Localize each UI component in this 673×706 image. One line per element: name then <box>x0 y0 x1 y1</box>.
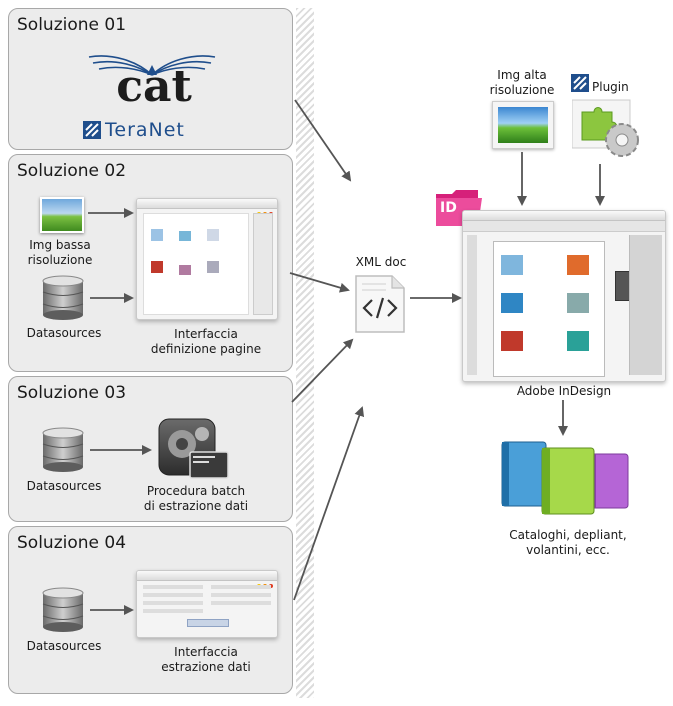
high-res-image-icon <box>492 101 554 149</box>
data-extraction-ui-thumbnail <box>136 570 278 638</box>
plugin-label: Plugin <box>592 80 629 94</box>
catalog-books-icon <box>501 441 629 515</box>
plugin-logo-icon <box>571 74 589 92</box>
datasources-label: Datasources <box>26 639 102 653</box>
indesign-badge-text: ID <box>440 200 457 216</box>
plugin-puzzle-gear-icon <box>572 99 639 157</box>
page-definition-label-2: definizione pagine <box>150 342 262 356</box>
output-label-1: Cataloghi, depliant, <box>509 528 627 542</box>
panel-title: Soluzione 04 <box>17 533 127 553</box>
book-wings-icon <box>88 55 216 76</box>
teranet-mark-icon <box>83 121 101 139</box>
img-low-label-2: risoluzione <box>27 253 93 267</box>
batch-label-2: di estrazione dati <box>143 499 249 513</box>
xml-document-icon <box>355 275 405 333</box>
hatched-separator <box>296 8 314 698</box>
data-extraction-label-2: estrazione dati <box>161 660 251 674</box>
datasources-label: Datasources <box>26 479 102 493</box>
cat-logo-text: cat <box>116 61 192 112</box>
panel-soluzione-01: Soluzione 01 cat TeraNet <box>8 8 293 150</box>
xml-doc-label: XML doc <box>355 255 407 269</box>
panel-title: Soluzione 03 <box>17 383 127 403</box>
page-definition-ui-thumbnail <box>136 198 278 320</box>
database-icon <box>42 275 84 320</box>
batch-procedure-app-icon <box>158 418 229 479</box>
indesign-label: Adobe InDesign <box>516 384 612 398</box>
page-definition-label-1: Interfaccia <box>174 327 238 341</box>
panel-title: Soluzione 01 <box>17 15 127 35</box>
data-extraction-label-1: Interfaccia <box>174 645 238 659</box>
output-label-2: volantini, ecc. <box>526 543 610 557</box>
database-icon <box>42 587 84 632</box>
hires-label-2: risoluzione <box>489 83 555 97</box>
teranet-logo-text: TeraNet <box>105 119 185 141</box>
img-low-label-1: Img bassa <box>29 238 91 252</box>
image-icon <box>40 197 84 233</box>
datasources-label: Datasources <box>26 326 102 340</box>
panel-title: Soluzione 02 <box>17 161 127 181</box>
batch-label-1: Procedura batch <box>146 484 246 498</box>
hires-label-1: Img alta <box>497 68 547 82</box>
database-icon <box>42 427 84 472</box>
indesign-window-thumbnail <box>462 210 666 382</box>
